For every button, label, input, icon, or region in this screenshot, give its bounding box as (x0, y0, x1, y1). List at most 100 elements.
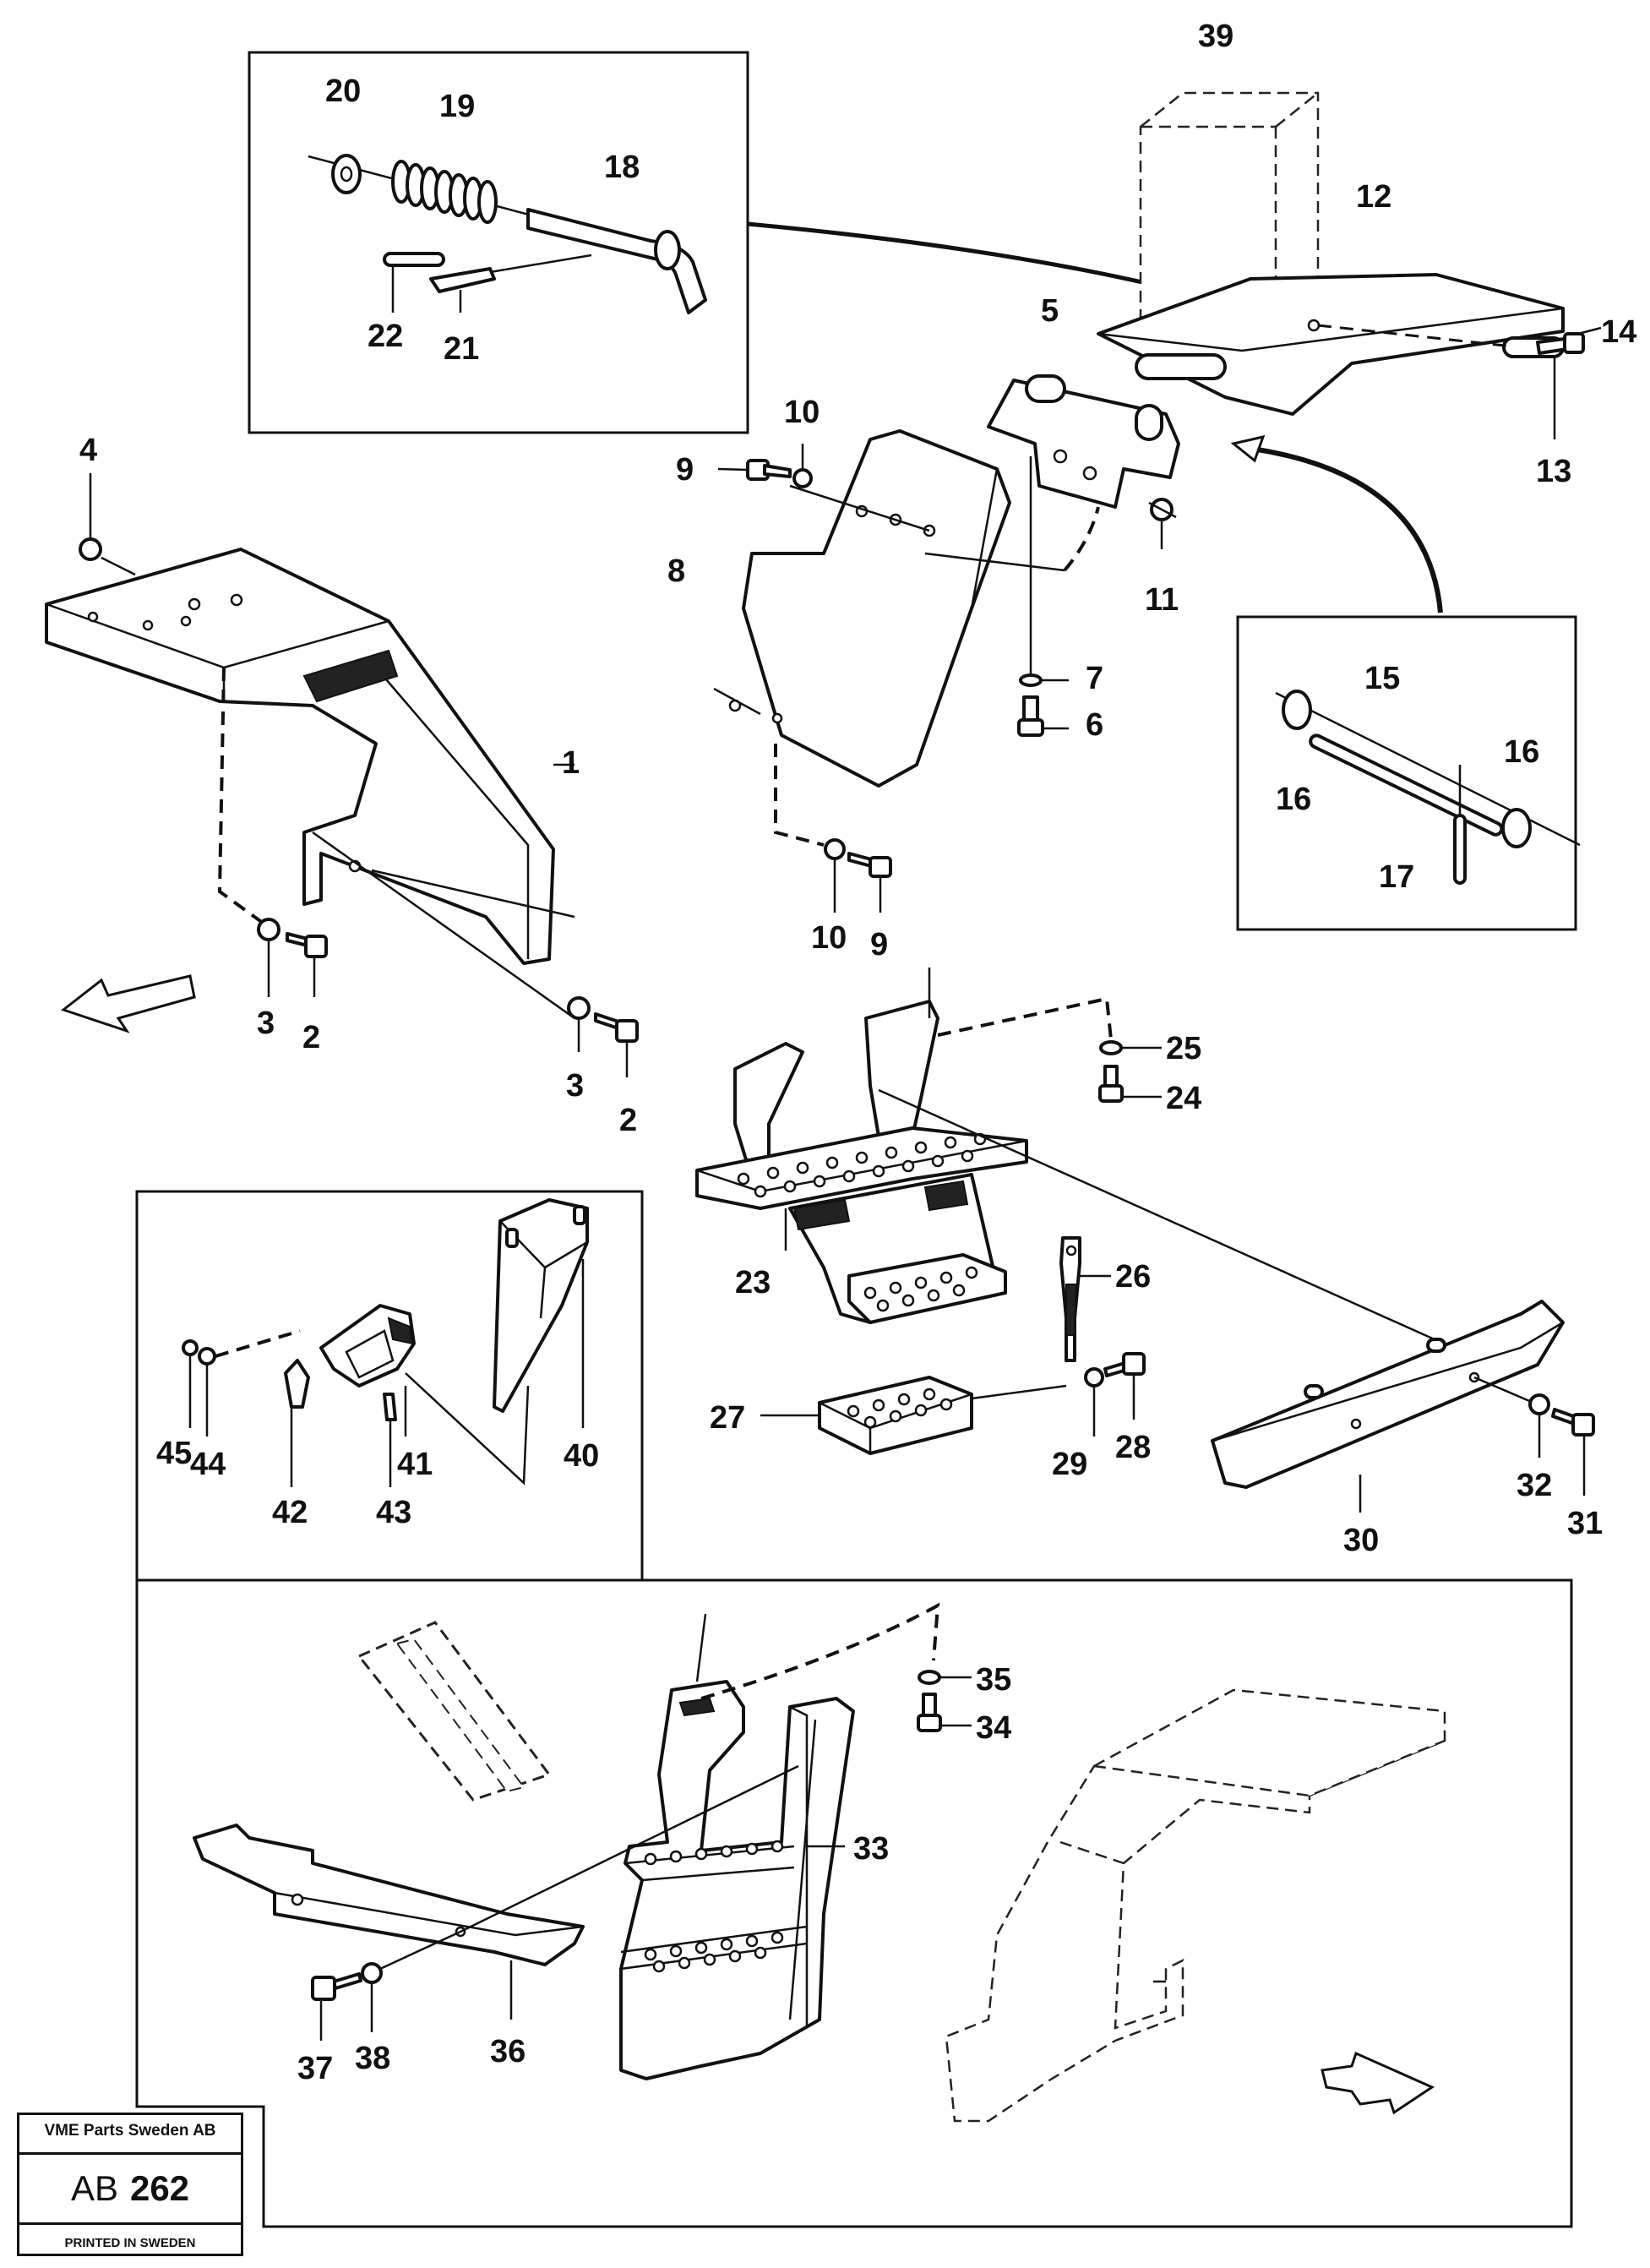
washer-44 (198, 1347, 216, 1366)
inset-frame-alternative-step (135, 1578, 1573, 2228)
label-2b: 2 (619, 1103, 637, 1138)
label-10a: 10 (784, 395, 820, 430)
label-25: 25 (1166, 1031, 1201, 1066)
washer-25 (1099, 1040, 1123, 1055)
drawing-code: AB 262 (19, 2152, 241, 2225)
latch-assembly (308, 154, 707, 314)
label-41: 41 (397, 1447, 433, 1482)
label-4: 4 (79, 433, 97, 468)
small-step-assembly (182, 1198, 589, 1487)
label-8: 8 (667, 553, 685, 589)
label-33: 33 (853, 1831, 889, 1867)
screw-43 (383, 1393, 397, 1421)
title-block: VME Parts Sweden AB AB 262 PRINTED IN SW… (17, 2113, 243, 2256)
tread-holes-33 (644, 1840, 784, 1973)
direction-arrow-left (60, 974, 196, 1033)
label-34: 34 (976, 1710, 1011, 1746)
label-17: 17 (1379, 859, 1414, 895)
tread-holes-23 (737, 1132, 987, 1312)
label-6: 6 (1086, 707, 1103, 743)
label-1: 1 (562, 745, 580, 781)
washer-7 (1019, 673, 1043, 687)
inset-frame-shaft (1236, 615, 1577, 931)
label-2a: 2 (302, 1020, 320, 1055)
label-28: 28 (1115, 1430, 1151, 1465)
label-22: 22 (368, 319, 403, 354)
direction-arrow-right (1321, 2051, 1435, 2115)
label-18: 18 (604, 150, 640, 185)
label-24: 24 (1166, 1081, 1201, 1116)
label-43: 43 (376, 1495, 411, 1530)
label-16a: 16 (1276, 782, 1311, 817)
label-37: 37 (297, 2051, 333, 2086)
split-pin-21 (429, 267, 496, 293)
label-20: 20 (325, 74, 361, 109)
label-35: 35 (976, 1662, 1011, 1698)
step-39 (1139, 91, 1320, 323)
inset-frame-latch (248, 51, 749, 434)
label-3a: 3 (257, 1006, 275, 1041)
company-name: VME Parts Sweden AB (44, 2122, 216, 2140)
label-38: 38 (355, 2041, 390, 2076)
label-42: 42 (272, 1495, 308, 1530)
label-23: 23 (735, 1265, 771, 1300)
label-10b: 10 (811, 920, 847, 956)
label-7: 7 (1086, 661, 1103, 696)
label-45: 45 (156, 1436, 192, 1471)
label-27: 27 (710, 1400, 745, 1436)
pin-17 (1453, 814, 1467, 885)
washer-3-right (567, 996, 591, 1020)
label-26: 26 (1115, 1259, 1151, 1295)
label-12: 12 (1356, 179, 1391, 215)
label-39: 39 (1198, 19, 1233, 54)
printed-in-note: PRINTED IN SWEDEN (64, 2236, 196, 2250)
washer-10-upper (792, 468, 813, 488)
washer-35 (918, 1670, 941, 1685)
label-5: 5 (1041, 293, 1059, 329)
plate-8 (713, 429, 1100, 788)
label-21: 21 (444, 331, 479, 367)
step-27 (760, 1376, 1067, 1455)
beam-30 (1211, 1300, 1565, 1513)
label-15: 15 (1364, 661, 1400, 696)
platform-12 (1097, 273, 1565, 416)
split-pin-22 (383, 252, 445, 267)
bushing-16-right (1501, 808, 1532, 848)
label-9b: 9 (870, 927, 888, 962)
nut-4 (79, 537, 102, 561)
label-36: 36 (490, 2034, 525, 2069)
label-16b: 16 (1504, 734, 1539, 770)
bolt-37 (332, 1972, 362, 1990)
part-labels: 1 2 2 3 3 4 5 6 7 8 9 9 10 10 11 12 13 1… (79, 19, 1636, 2086)
label-19: 19 (439, 89, 475, 124)
nut-45 (182, 1339, 199, 1356)
label-29: 29 (1052, 1447, 1087, 1482)
shaft-assembly (1275, 690, 1581, 885)
label-9a: 9 (676, 452, 694, 488)
washer-32 (1528, 1393, 1550, 1415)
label-3b: 3 (566, 1068, 584, 1104)
label-31: 31 (1567, 1506, 1603, 1541)
washer-29 (1084, 1367, 1104, 1388)
label-30: 30 (1343, 1523, 1379, 1558)
spring-19 (391, 160, 498, 224)
label-44: 44 (190, 1447, 226, 1482)
step-33 (619, 1680, 855, 2080)
alternative-step-assembly (193, 1602, 1446, 2123)
drawing-code-number: 262 (129, 2168, 190, 2208)
label-11: 11 (1145, 582, 1179, 618)
inset-frame-small-step (135, 1190, 644, 1580)
frame-step-1 (45, 548, 575, 1020)
step-ladder-23 (695, 968, 1454, 1349)
washer-3-left (257, 918, 280, 941)
hinge-bracket-5 (987, 374, 1180, 676)
drawing-code-prefix: AB (70, 2168, 118, 2208)
shaft-15 (1309, 733, 1504, 837)
label-13: 13 (1536, 454, 1571, 489)
label-14: 14 (1601, 314, 1636, 350)
label-40: 40 (564, 1438, 599, 1474)
label-32: 32 (1517, 1468, 1552, 1503)
bushing-16-left (1282, 690, 1312, 730)
beam-36 (193, 1824, 585, 1966)
